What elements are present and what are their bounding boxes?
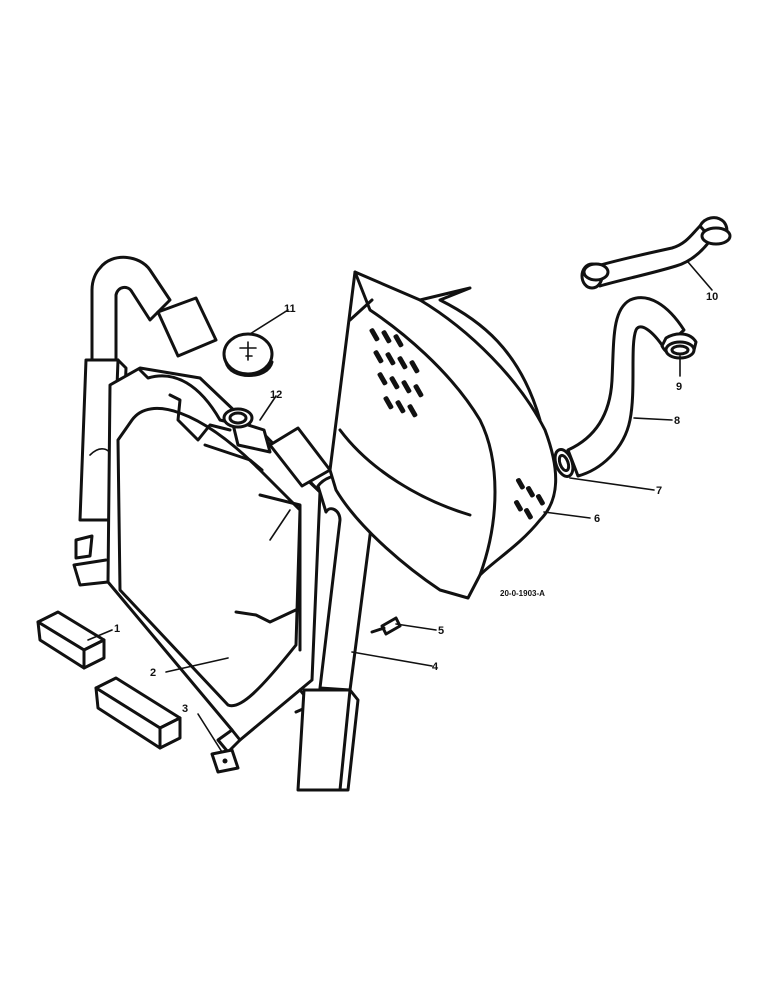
callout-10: 10 <box>706 291 718 303</box>
callout-7: 7 <box>656 485 662 497</box>
hose-clamp-7 <box>553 448 575 478</box>
filler-neck <box>222 407 254 429</box>
callout-5: 5 <box>438 625 444 637</box>
callout-1: 1 <box>114 623 120 635</box>
shroud-vents <box>369 328 545 520</box>
mounting-pad <box>210 748 240 774</box>
callout-4: 4 <box>432 661 439 673</box>
callout-11: 11 <box>284 303 296 315</box>
callout-12: 12 <box>270 389 282 401</box>
drawing-code: 20-0-1903-A <box>500 589 545 598</box>
callout-6: 6 <box>594 513 600 525</box>
foam-strips <box>36 610 182 750</box>
callout-9: 9 <box>676 381 682 393</box>
callout-labels: 1 2 3 4 5 6 7 8 9 10 11 12 20-0-1903-A <box>114 291 718 715</box>
drain-cock <box>370 616 402 636</box>
callout-3: 3 <box>182 703 188 715</box>
callout-8: 8 <box>674 415 680 427</box>
right-baffle-seal <box>268 426 374 792</box>
radiator-cap <box>222 332 274 377</box>
leader-lines <box>87 261 713 753</box>
fan-shroud <box>328 270 558 600</box>
callout-2: 2 <box>150 667 156 679</box>
